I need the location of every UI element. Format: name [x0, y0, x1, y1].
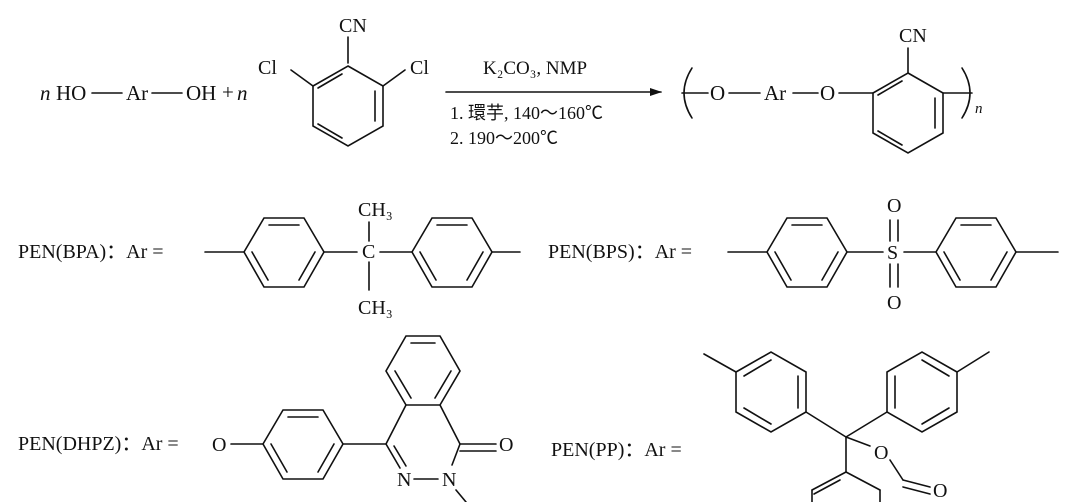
product-oxygen-right: O: [820, 81, 835, 105]
product-ar-label: Ar: [764, 81, 786, 105]
benzene-ring: [312, 65, 384, 147]
chloro-bond-left: [290, 69, 314, 87]
repeat-bracket-right: [961, 67, 971, 119]
pen-dhpz-phenyl-ring: [262, 409, 344, 480]
pen-dhpz-label: PEN(DHPZ)：Ar =: [18, 433, 179, 455]
pen-pp-ring-oxygen: O: [874, 442, 888, 464]
diol-coefficient: n: [40, 81, 51, 105]
pen-pp-structure: PEN(PP)：Ar = O O: [551, 351, 990, 502]
dichloro-coefficient: n: [237, 81, 248, 105]
pen-bps-label: PEN(BPS)：Ar =: [548, 241, 692, 263]
pen-pp-ring-left: [735, 351, 807, 433]
pen-dhpz-carbonyl-oxygen: O: [499, 434, 513, 456]
pen-dhpz-structure: PEN(DHPZ)：Ar = O N N O: [18, 335, 513, 502]
pen-bps-sulfur: S: [887, 242, 898, 264]
pen-bpa-label: PEN(BPA)：Ar =: [18, 241, 164, 263]
pen-bps-ring-left: [766, 217, 848, 288]
plus-sign: +: [222, 80, 234, 104]
pen-bps-oxygen-top: O: [887, 195, 901, 217]
repeat-subscript: n: [975, 101, 983, 117]
pen-bpa-structure: PEN(BPA)：Ar = C CH₃ CH₃: [18, 199, 521, 319]
condition-step-2: 2. 190～200℃: [450, 128, 558, 148]
pen-pp-carbonyl-oxygen: O: [933, 480, 947, 502]
pen-dhpz-link-oxygen: O: [212, 434, 226, 456]
pen-dhpz-nitrogen-1: N: [397, 469, 411, 491]
reaction-arrow-group: K₂CO₃, NMP 1. 環芋, 140～160℃ 2. 190～200℃: [445, 58, 662, 148]
product-benzene-ring: [872, 72, 944, 154]
product-oxygen-left: O: [710, 81, 725, 105]
chloro-bond-right: [382, 69, 406, 87]
pen-dhpz-nitrogen-2: N: [442, 469, 456, 491]
hydroxyl-left-label: HO: [56, 81, 86, 105]
reagents-label: K₂CO₃, NMP: [483, 58, 587, 79]
pen-pp-ring-right: [886, 351, 958, 433]
nitrile-label: CN: [339, 15, 367, 37]
diol-ar-label: Ar: [126, 81, 148, 105]
pen-bpa-ring-left: [243, 217, 325, 288]
polymer-product: O Ar O CN n: [681, 25, 983, 154]
condition-step-1: 1. 環芋, 140～160℃: [450, 103, 603, 123]
pen-bpa-methyl-bottom: CH₃: [358, 297, 393, 319]
reactant-diol: n HO Ar OH: [40, 81, 216, 105]
pen-pp-label: PEN(PP)：Ar =: [551, 439, 682, 461]
dichlorobenzonitrile-structure: CN Cl Cl: [258, 15, 429, 147]
pen-bpa-ring-right: [411, 217, 493, 288]
pen-bps-ring-right: [935, 217, 1017, 288]
pen-bpa-methyl-top: CH₃: [358, 199, 393, 221]
chloro-left-label: Cl: [258, 57, 277, 79]
pen-bps-structure: PEN(BPS)：Ar = S O O: [548, 195, 1059, 314]
pen-bps-oxygen-bottom: O: [887, 292, 901, 314]
chloro-right-label: Cl: [410, 57, 429, 79]
pen-dhpz-benzo-ring: [385, 335, 461, 406]
pen-bpa-center-carbon: C: [362, 241, 375, 263]
hydroxyl-right-label: OH: [186, 81, 216, 105]
product-nitrile-label: CN: [899, 25, 927, 47]
